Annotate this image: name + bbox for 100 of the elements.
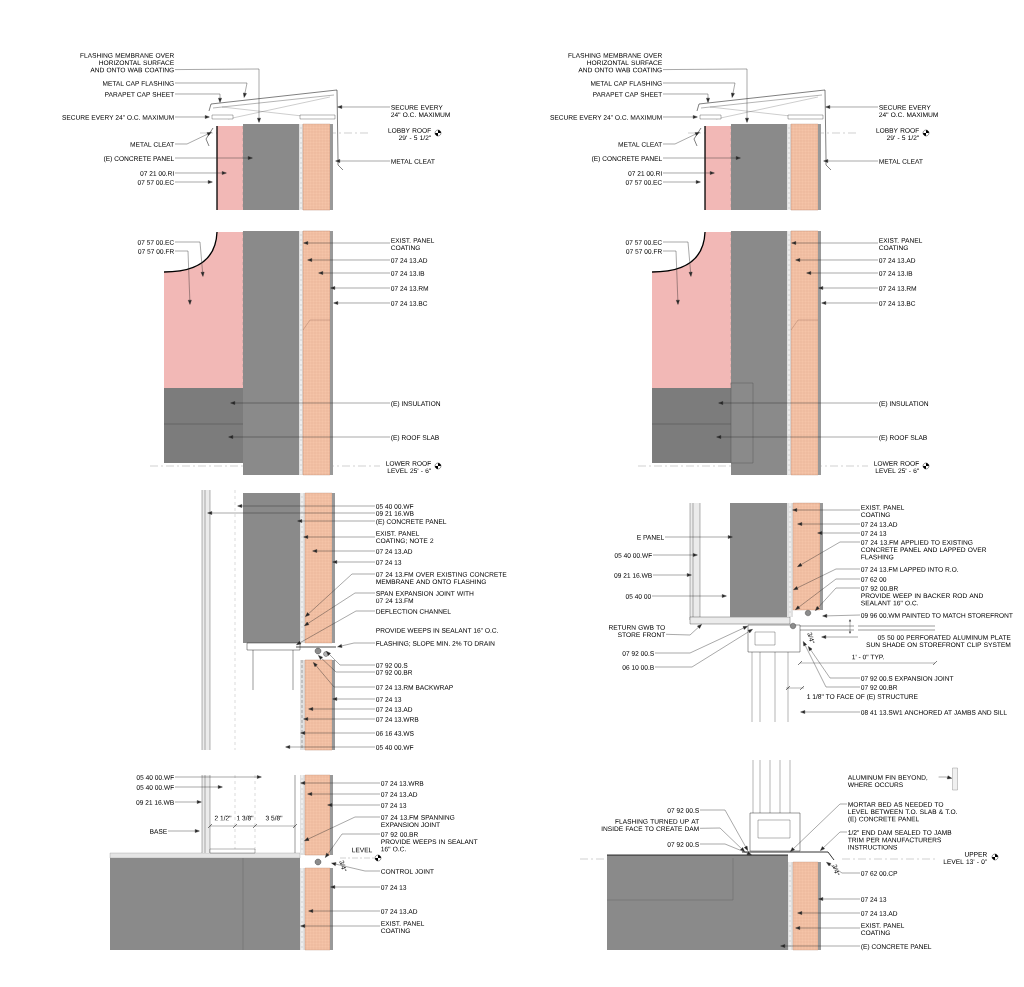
leader-line: [174, 250, 192, 305]
leader-line: [797, 541, 861, 567]
wall-section-drawing: [693, 89, 832, 211]
leader-line: [662, 156, 741, 160]
leader-line: [662, 241, 693, 277]
leader-line: [308, 707, 376, 711]
leader-line: [174, 115, 210, 119]
leader-line: [303, 241, 391, 245]
leader-line: [207, 511, 376, 515]
leader-line: [330, 885, 381, 889]
leader-line: [228, 435, 391, 439]
leader-line: [296, 610, 376, 645]
leader-line: [826, 862, 861, 874]
leader-line: [795, 578, 861, 610]
leader-line: [662, 132, 700, 145]
leader-line: [337, 105, 391, 109]
leader-line: [793, 568, 861, 590]
leader-line: [327, 803, 381, 807]
leader-line: [716, 435, 879, 439]
leader-line: [938, 775, 952, 780]
leader-line: [174, 68, 261, 123]
leader-line: [303, 535, 376, 539]
leader-line: [820, 831, 848, 851]
leader-line: [652, 553, 698, 557]
leader-line: [665, 624, 702, 636]
leader-line: [664, 535, 733, 539]
leader-line: [335, 159, 391, 163]
leader-line: [174, 241, 205, 277]
leader-line: [662, 180, 701, 184]
leader-line: [718, 401, 879, 405]
leader-line: [795, 926, 861, 930]
leader-line: [312, 549, 376, 553]
leader-line: [326, 651, 376, 666]
leader-line: [174, 180, 213, 184]
leader-line: [331, 862, 381, 872]
leader-line: [803, 641, 861, 688]
leader-line: [305, 573, 376, 617]
leader-line: [174, 82, 248, 98]
leader-line: [651, 594, 727, 598]
leader-line: [332, 560, 376, 564]
leader-line: [337, 642, 376, 648]
leader-line: [174, 775, 262, 779]
fin-bar: [952, 767, 958, 791]
leader-line: [791, 241, 879, 245]
leader-line: [297, 519, 376, 523]
leader-line: [300, 731, 376, 735]
wall-section-drawing: [689, 502, 855, 723]
leader-line: [817, 531, 861, 535]
leader-line: [237, 504, 376, 508]
leader-line: [825, 105, 879, 109]
leader-line: [318, 271, 391, 275]
leader-line: [818, 286, 879, 290]
leader-line: [174, 171, 227, 175]
leader-line: [823, 159, 879, 163]
leader-line: [167, 829, 200, 833]
leader-line: [325, 833, 381, 858]
leader-line: [806, 271, 879, 275]
leader-line: [797, 522, 861, 526]
wall-section-drawing: [109, 774, 333, 951]
leader-line: [797, 911, 861, 915]
leader-line: [662, 93, 710, 103]
wall-section-drawing: [201, 489, 337, 751]
leader-line: [654, 629, 753, 668]
leader-line: [307, 258, 391, 262]
leader-line: [662, 250, 680, 305]
leader-line: [308, 909, 381, 913]
leader-line: [303, 717, 376, 721]
leader-line: [662, 68, 749, 123]
leader-line: [821, 635, 859, 639]
leader-line: [285, 745, 376, 749]
leader-line: [304, 592, 376, 626]
leader-line: [800, 710, 861, 714]
leader-line: [174, 156, 253, 160]
leader-line: [230, 401, 391, 405]
leader-line: [174, 800, 202, 804]
leader-line: [318, 655, 376, 673]
leader-line: [174, 785, 223, 789]
leader-line: [699, 827, 745, 852]
leader-line: [330, 286, 391, 290]
leader-line: [780, 944, 861, 948]
leader-line: [662, 171, 715, 175]
leader-line: [307, 792, 381, 796]
leader-line: [662, 82, 736, 98]
leader-line: [818, 897, 861, 901]
wall-section-drawing: [205, 89, 344, 211]
leader-line: [174, 93, 222, 103]
leader-line: [821, 301, 879, 305]
leader-line: [808, 646, 861, 679]
leader-line: [790, 803, 848, 852]
leader-line: [792, 508, 861, 512]
leader-line: [300, 924, 381, 928]
leader-line: [333, 301, 391, 305]
leader-line: [699, 809, 748, 851]
leader-line: [699, 843, 752, 855]
leader-line: [332, 697, 376, 701]
leader-line: [822, 614, 861, 618]
leader-line: [815, 587, 861, 611]
leader-line: [313, 662, 376, 688]
leader-line: [795, 258, 879, 262]
leader-line: [652, 573, 692, 577]
